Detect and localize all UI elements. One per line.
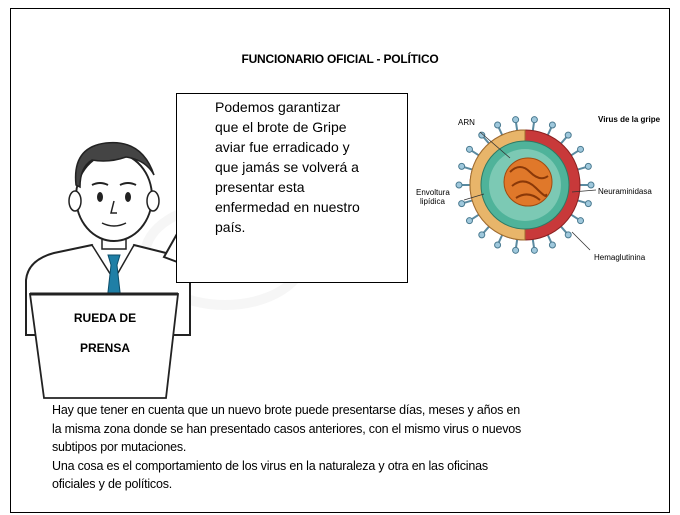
speech-bubble: Podemos garantizar que el brote de Gripe… [176, 93, 408, 283]
bottom-paragraph: Hay que tener en cuenta que un nuevo bro… [52, 401, 667, 494]
virus-diagram [455, 116, 597, 254]
virus-spike-tip [455, 181, 463, 189]
bottom-line: Hay que tener en cuenta que un nuevo bro… [52, 403, 520, 417]
speech-line: que jamás se volverá a [215, 159, 359, 175]
bottom-line: oficiales y de políticos. [52, 477, 173, 491]
virus-spike-tip [530, 246, 538, 254]
virus-spike-tip [584, 200, 592, 208]
virus-spike-tip [478, 231, 486, 239]
hair [74, 141, 155, 189]
virus-spike-tip [458, 162, 466, 170]
virus-spike-tip [564, 231, 572, 239]
virus-spike-tip [577, 145, 585, 153]
virus-spike-tip [494, 241, 502, 249]
bottom-line: la misma zona donde se han presentado ca… [52, 421, 522, 436]
podium-icon [28, 292, 180, 399]
virus-spike-tip [494, 121, 502, 129]
speech-line: Podemos garantizar [215, 99, 341, 115]
speech-line: país. [215, 219, 246, 235]
virus-spike-tip [465, 145, 473, 153]
neuraminidasa-label: Neuraminidasa [598, 187, 652, 196]
virus-spike-tip [478, 131, 486, 139]
bottom-line: subtipos por mutaciones. [52, 440, 187, 454]
virus-spike-tip [584, 162, 592, 170]
lipidica-label: lipídica [420, 197, 445, 206]
virus-title-label: Virus de la gripe [598, 115, 661, 124]
speech-line: que el brote de Gripe [215, 119, 347, 135]
podium-label-line2: PRENSA [79, 341, 130, 355]
bottom-line: Una cosa es el comportamiento de los vir… [52, 458, 488, 473]
hemaglutinina-label: Hemaglutinina [594, 253, 646, 262]
virus-spike-tip [548, 241, 556, 249]
page-title: FUNCIONARIO OFICIAL - POLÍTICO [241, 52, 439, 66]
speech-line: aviar fue erradicado y [215, 139, 350, 155]
podium-label-line1: RUEDA DE [73, 311, 137, 325]
arn-label: ARN [458, 118, 475, 127]
virus-spike-tip [512, 116, 520, 124]
virus-spike-tip [512, 246, 520, 254]
virus-spike-tip [465, 217, 473, 225]
speech-line: enfermedad en nuestro [215, 199, 360, 215]
speech-line: presentar esta [215, 179, 305, 195]
envoltura-label: Envoltura [416, 188, 450, 197]
virus-spike-tip [458, 200, 466, 208]
virus-spike-tip [548, 121, 556, 129]
virus-spike-tip [577, 217, 585, 225]
virus-spike-tip [587, 181, 595, 189]
virus-spike-tip [564, 131, 572, 139]
head [75, 152, 153, 242]
virus-spike-tip [530, 116, 538, 124]
